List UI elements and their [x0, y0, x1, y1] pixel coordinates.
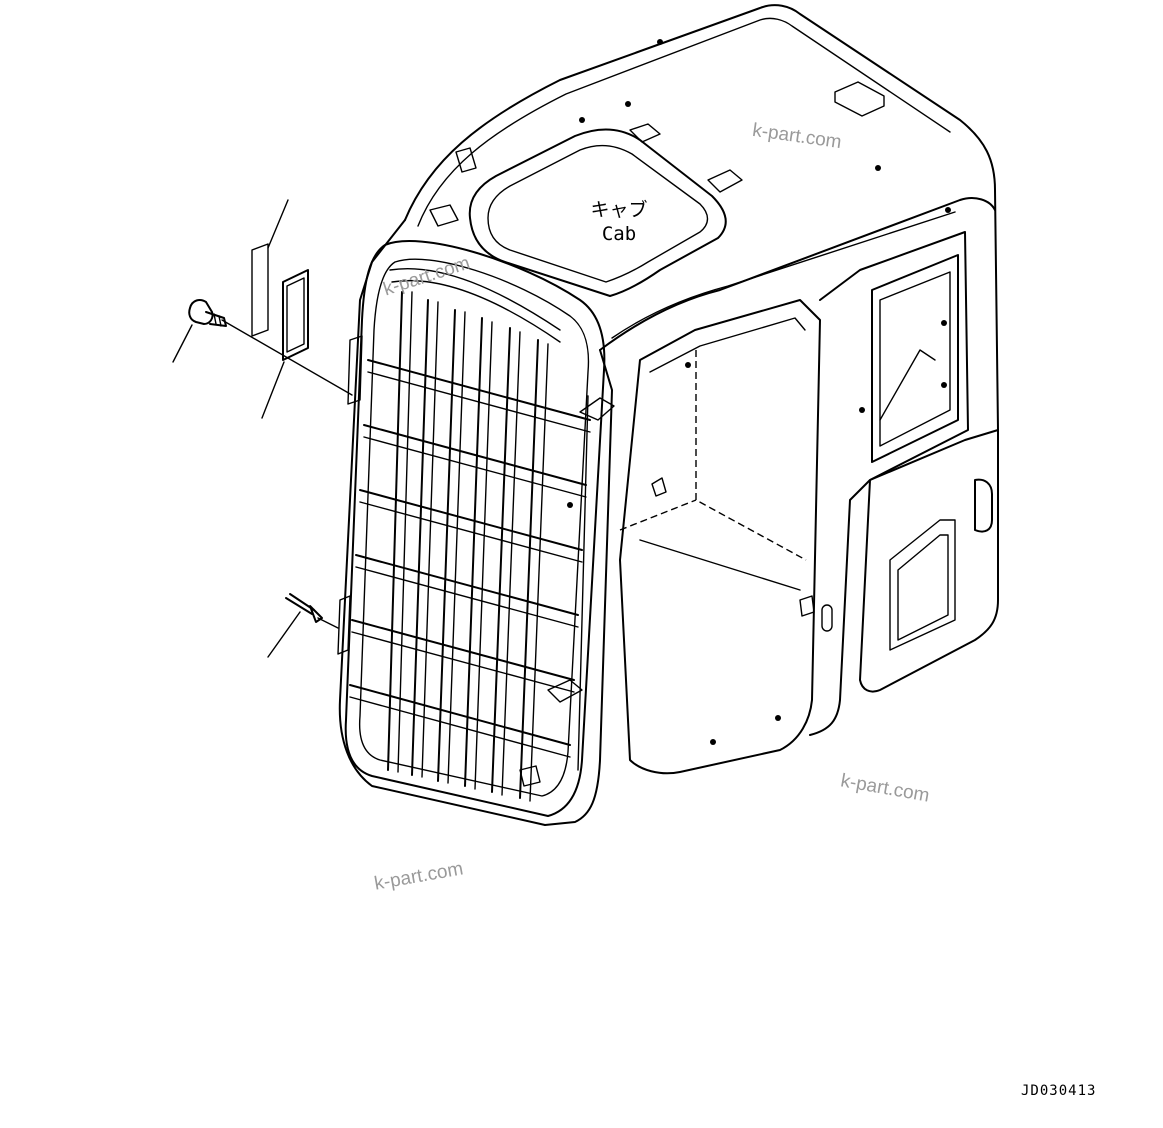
label-plate-framed: [282, 269, 309, 361]
cab-body: [338, 4, 999, 826]
drawing-code: JD030413: [1021, 1083, 1097, 1099]
leader-lines: [172, 199, 301, 658]
rivet-pin: [285, 593, 323, 623]
cab-label-en: Cab: [601, 223, 637, 245]
cab-label: キャブ Cab: [584, 198, 654, 246]
label-plate-narrow: [251, 243, 269, 337]
exploded-parts: [188, 243, 353, 629]
rear-guard-grid: [337, 240, 606, 817]
bolt: [188, 299, 227, 327]
cab-label-ja: キャブ: [590, 199, 648, 221]
